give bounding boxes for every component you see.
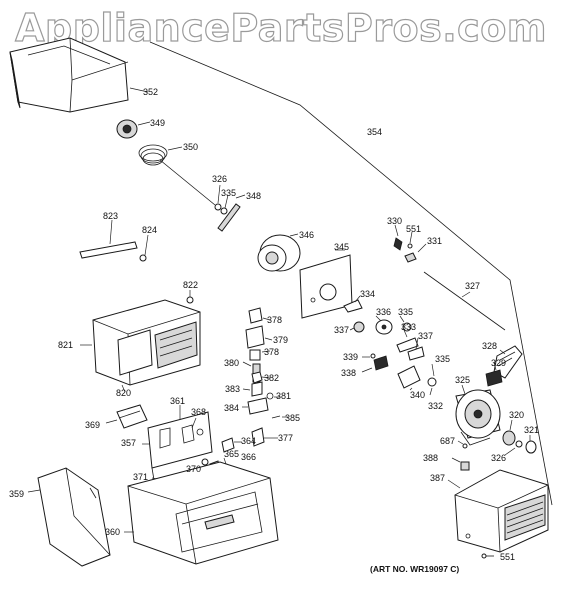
callout: 337 [334, 325, 349, 335]
callout: 326 [491, 453, 506, 463]
callout: 357 [121, 438, 136, 448]
callout: 350 [183, 142, 198, 152]
part-326-335-348-shaft [214, 184, 246, 232]
callout: 354 [367, 127, 382, 137]
callout: 321 [524, 425, 539, 435]
callout: 384 [224, 403, 239, 413]
callout: 824 [142, 225, 157, 235]
callout: 329 [491, 358, 506, 368]
part-334-cam [343, 295, 363, 313]
callout: 326 [212, 174, 227, 184]
callout: 331 [427, 236, 442, 246]
part-336-cam [375, 315, 393, 335]
callout: 378 [264, 347, 279, 357]
part-378-379-switch-stack [242, 307, 273, 384]
callout: 383 [225, 384, 240, 394]
callout: 551 [500, 552, 515, 562]
callout: 352 [143, 87, 158, 97]
callout: 388 [423, 453, 438, 463]
callout: 334 [360, 289, 375, 299]
callout: 345 [334, 242, 349, 252]
callout: 339 [343, 352, 358, 362]
callout: 361 [170, 396, 185, 406]
callout: 359 [9, 489, 24, 499]
callout: 377 [278, 433, 293, 443]
callout: 327 [465, 281, 480, 291]
callout: 687 [440, 436, 455, 446]
callout: 823 [103, 211, 118, 221]
callout: 320 [509, 410, 524, 420]
callout-labels: 352 349 350 326 335 348 354 823 824 346 … [9, 87, 539, 562]
callout: 335 [398, 307, 413, 317]
callout: 325 [455, 375, 470, 385]
part-687-screw [457, 440, 468, 449]
callout: 368 [191, 407, 206, 417]
callout: 385 [285, 413, 300, 423]
callout: 330 [387, 216, 402, 226]
part-822-screw [186, 290, 194, 304]
part-821-ice-maker-housing [80, 299, 201, 393]
callout: 551 [406, 224, 421, 234]
callout: 364 [241, 436, 256, 446]
callout: 381 [276, 391, 291, 401]
callout: 340 [410, 390, 425, 400]
art-number-label: (ART NO. WR19097 C) [370, 564, 459, 574]
part-352-cover [9, 37, 149, 113]
callout: 822 [183, 280, 198, 290]
callout: 370 [186, 464, 201, 474]
part-387-housing [447, 469, 549, 553]
part-346-roller [257, 233, 301, 272]
part-359-cover-panel [27, 467, 111, 567]
callout: 365 [224, 449, 239, 459]
part-364-377-clips [221, 427, 278, 453]
callout: 379 [273, 335, 288, 345]
part-354-wire [149, 41, 553, 506]
callout: 349 [150, 118, 165, 128]
callout: 378 [267, 315, 282, 325]
callout: 380 [224, 358, 239, 368]
callout: 348 [246, 191, 261, 201]
part-345-bracket [299, 249, 353, 319]
callout: 346 [299, 230, 314, 240]
callout: 821 [58, 340, 73, 350]
callout: 328 [482, 341, 497, 351]
part-383-381-384-385-hardware [242, 381, 288, 419]
part-369-thermostat [105, 404, 148, 429]
callout: 335 [221, 188, 236, 198]
part-337-cam [407, 337, 425, 361]
part-330-331-hardware [393, 224, 427, 263]
part-388-grommet [451, 457, 470, 471]
callout: 336 [376, 307, 391, 317]
part-824-screw [139, 234, 149, 262]
callout: 387 [430, 473, 445, 483]
callout: 335 [435, 354, 450, 364]
part-360-tray [124, 461, 279, 565]
part-349-gear [116, 119, 151, 139]
part-335-333-spacer [396, 315, 419, 353]
callout: 332 [428, 401, 443, 411]
part-357-361-368-control-bracket [142, 405, 213, 481]
callout: 338 [341, 368, 356, 378]
callout: 382 [264, 373, 279, 383]
part-338-339-lever [361, 353, 389, 373]
callout: 366 [241, 452, 256, 462]
part-328-329-actuator [485, 345, 523, 387]
part-551-screw [481, 553, 494, 559]
callout: 369 [85, 420, 100, 430]
part-350-spring [138, 144, 216, 206]
callout: 333 [401, 322, 416, 332]
part-327-rod [423, 271, 506, 331]
part-325-motor [455, 384, 501, 446]
callout: 360 [105, 527, 120, 537]
callout: 337 [418, 331, 433, 341]
callout: 820 [116, 388, 131, 398]
part-823-strip [79, 219, 138, 259]
callout: 371 [133, 472, 148, 482]
part-340-332-spring [397, 363, 437, 396]
part-337-washer [349, 321, 365, 333]
part-320-321-326-gear [502, 419, 537, 456]
